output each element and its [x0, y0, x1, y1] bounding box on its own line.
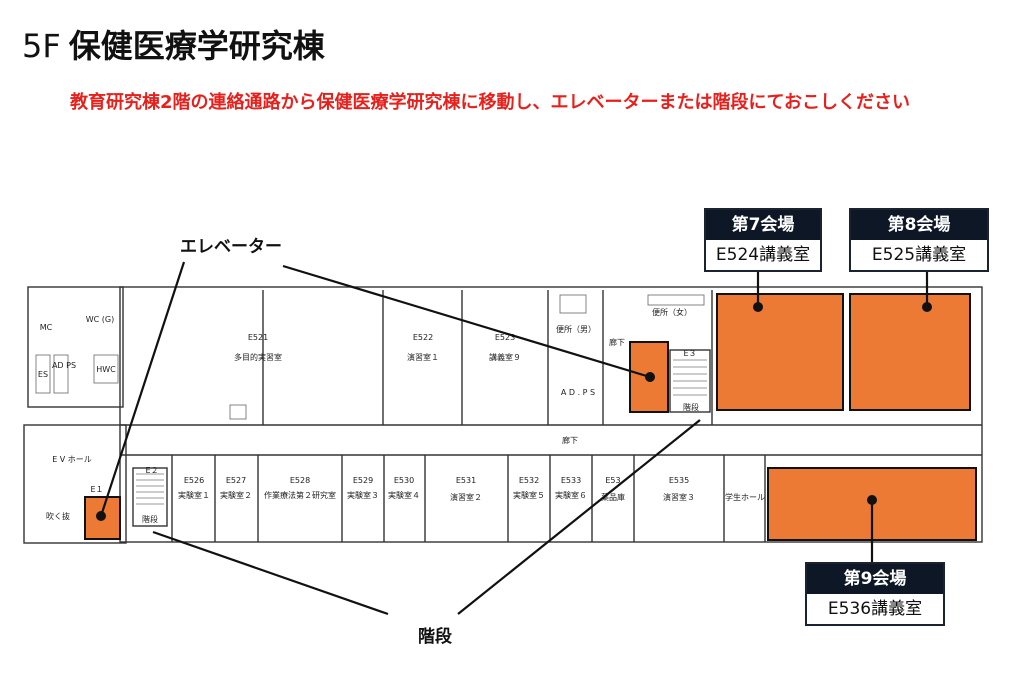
label-e534: E53 — [605, 476, 620, 485]
label-e3: E３ — [683, 349, 696, 358]
label-e521: E521 — [248, 333, 268, 342]
callout-dots — [96, 302, 932, 521]
label-wc-g: WC (G) — [86, 315, 114, 324]
elevator-callout: エレベーター — [180, 237, 282, 257]
label-e532-name: 実験室５ — [513, 490, 545, 500]
label-e529: E529 — [353, 476, 373, 485]
label-adps: A D . P S — [561, 388, 595, 397]
label-corridor-mid: 廊下 — [562, 435, 578, 445]
label-e526-name: 実験室１ — [178, 490, 210, 500]
label-e521-name: 多目的実習室 — [234, 352, 282, 362]
label-e531-name: 演習室２ — [450, 492, 482, 502]
label-e528: E528 — [290, 476, 310, 485]
callout-lines — [99, 261, 929, 616]
building-name: 保健医療学研究棟 — [68, 27, 325, 65]
label-toilet-m: 便所（男） — [556, 324, 596, 334]
label-e522-name: 演習室１ — [407, 352, 439, 362]
venue-room-e524 — [716, 293, 844, 411]
label-stair-right: 階段 — [683, 402, 699, 412]
label-e523: E523 — [495, 333, 515, 342]
fixtures — [35, 294, 705, 420]
label-e1: E１ — [90, 485, 103, 494]
label-stair-left: 階段 — [142, 514, 158, 524]
label-e526: E526 — [184, 476, 204, 485]
label-e528-name: 作業療法第２研究室 — [264, 490, 336, 500]
label-e523-name: 講義室９ — [489, 352, 521, 362]
label-e535: E535 — [669, 476, 689, 485]
label-e534-name: 薬品庫 — [601, 492, 625, 502]
building-walls — [23, 286, 983, 544]
label-mc: MC — [40, 323, 53, 332]
label-hwc: HWC — [96, 365, 116, 374]
label-corridor-top: 廊下 — [609, 337, 625, 347]
label-e529-name: 実験室３ — [347, 490, 379, 500]
label-e530-name: 実験室４ — [388, 490, 420, 500]
label-e533: E533 — [561, 476, 581, 485]
label-es: ES — [38, 370, 48, 379]
venue-badge-9: 第9会場 E536講義室 — [805, 562, 945, 626]
label-e533-name: 実験室６ — [555, 490, 587, 500]
venue-badge-7: 第7会場 E524講義室 — [704, 208, 822, 272]
label-ad-ps: AD PS — [52, 361, 76, 370]
venue-name: 第8会場 — [851, 210, 987, 240]
venue-room: E525講義室 — [871, 245, 967, 265]
venue-room: E536講義室 — [827, 599, 923, 619]
label-e527-name: 実験室２ — [220, 490, 252, 500]
label-e532: E532 — [519, 476, 539, 485]
venue-room: E524講義室 — [715, 245, 811, 265]
label-e535-name: 演習室３ — [663, 492, 695, 502]
label-e522: E522 — [413, 333, 433, 342]
stairs-callout: 階段 — [418, 627, 452, 647]
venue-badge-8: 第8会場 E525講義室 — [849, 208, 989, 272]
label-ev-hall: E V ホール — [52, 455, 92, 464]
highlighted-rooms — [84, 293, 977, 541]
venue-name: 第7会場 — [706, 210, 820, 240]
label-e527: E527 — [226, 476, 246, 485]
floor-label: 5F — [22, 27, 61, 65]
stair-treads — [136, 359, 707, 505]
label-toilet-f: 便所（女） — [652, 307, 692, 317]
label-student-hall: 学生ホール — [725, 492, 765, 502]
directions-note: 教育研究棟2階の連絡通路から保健医療学研究棟に移動し、エレベーターまたは階段にて… — [70, 92, 910, 113]
venue-name: 第9会場 — [807, 564, 943, 594]
label-e2: E２ — [145, 466, 158, 475]
label-e530: E530 — [394, 476, 414, 485]
label-e531: E531 — [456, 476, 476, 485]
venue-room-e525 — [849, 293, 971, 411]
label-fukinuke: 吹く抜 — [46, 511, 70, 521]
